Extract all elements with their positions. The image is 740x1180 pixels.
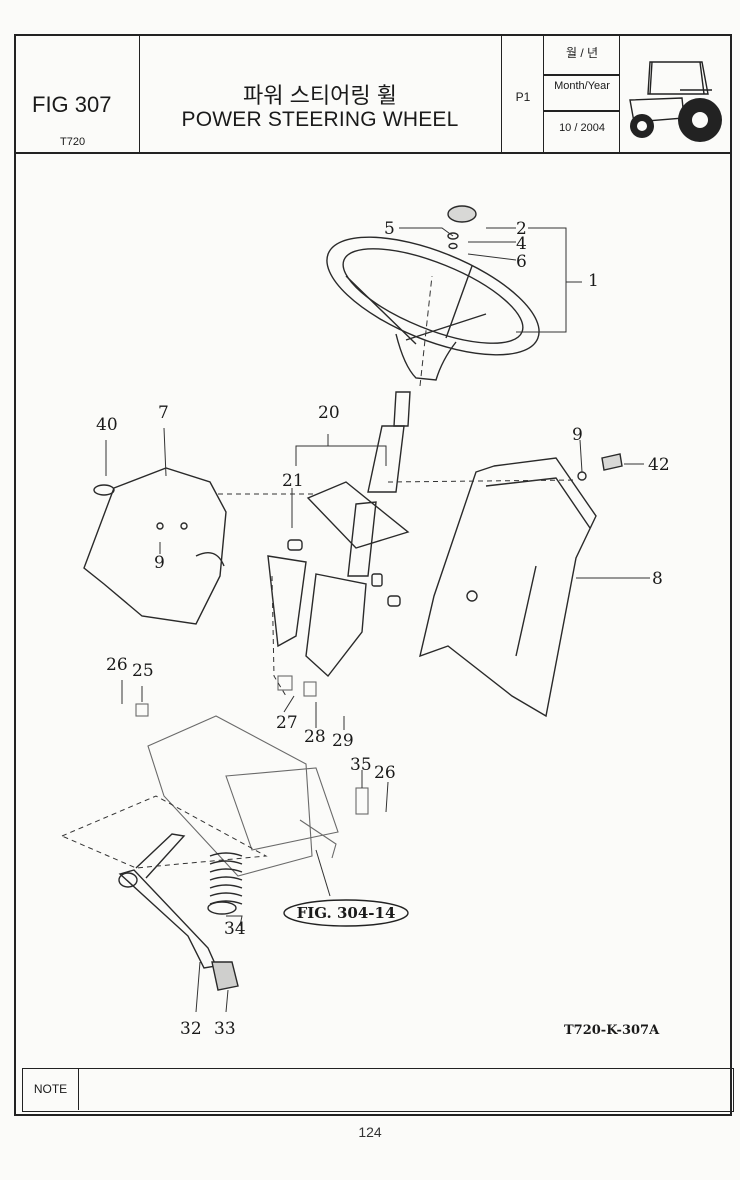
drawing-code: T720-K-307A [564, 1023, 660, 1038]
page-code-cell [502, 34, 544, 152]
reference-badge: FIG. 304-14 [283, 899, 409, 927]
title-korean: 파워 스티어링 휠 [243, 83, 397, 108]
title-cell [140, 34, 502, 152]
fig-cell: FIG 307 T720 [14, 34, 140, 152]
callout-label: 25 [132, 661, 154, 681]
callout-label: 33 [214, 1019, 236, 1039]
date-value: 10 / 2004 [559, 122, 605, 134]
callout-label: 42 [648, 455, 670, 475]
brake-pedal-part [118, 833, 239, 991]
callout-label: 21 [282, 471, 304, 491]
tractor-icon [629, 61, 722, 142]
model-code: T720 [60, 136, 86, 148]
header-block: FIG 307 T720 파워 스티어링 휠 POWER STEERING WH… [14, 34, 732, 154]
note-label: NOTE [23, 1069, 79, 1110]
page-code: P1 [515, 90, 531, 104]
callout-label: 5 [384, 219, 395, 239]
steering-wheel-part [326, 205, 540, 381]
note-row: NOTE [22, 1068, 734, 1112]
callout-label: 9 [154, 553, 165, 573]
callout-label: 40 [96, 415, 118, 435]
callout-label: 29 [332, 731, 354, 751]
steering-column-part [267, 391, 411, 678]
callout-label: 26 [106, 655, 128, 675]
right-cover-part [419, 453, 623, 718]
date-divider [544, 110, 620, 112]
left-cover-part [83, 467, 227, 625]
callout-label: 9 [572, 425, 583, 445]
pedal-bracket-part [135, 675, 369, 877]
callout-label: 1 [588, 271, 599, 291]
callout-label: 34 [224, 919, 246, 939]
callout-label: 35 [350, 755, 372, 775]
date-divider [544, 74, 620, 76]
page-number: 124 [358, 1124, 382, 1140]
page-frame [14, 34, 732, 1116]
exploded-parts-diagram: 1 2 4 5 6 7 8 9 9 20 21 25 26 26 27 28 2… [60, 205, 670, 1039]
title-english: POWER STEERING WHEEL [181, 108, 459, 131]
callout-label: 20 [318, 403, 340, 423]
callout-label: 32 [180, 1019, 202, 1039]
callout-label: 8 [652, 569, 663, 589]
date-cell [544, 34, 620, 152]
reference-label: FIG. 304-14 [297, 904, 396, 922]
callout-label: 6 [516, 252, 527, 272]
callout-label: 4 [516, 234, 527, 254]
month-year-label: Month/Year [554, 80, 610, 92]
callout-label: 7 [158, 403, 169, 423]
return-spring-part [207, 852, 243, 915]
callout-label: 27 [276, 713, 298, 733]
callout-label: 28 [304, 727, 326, 747]
callout-label: 26 [374, 763, 396, 783]
fig-number: FIG 307 [32, 92, 112, 117]
callout-label: 2 [516, 219, 527, 239]
month-year-korean: 월 / 년 [565, 46, 599, 60]
